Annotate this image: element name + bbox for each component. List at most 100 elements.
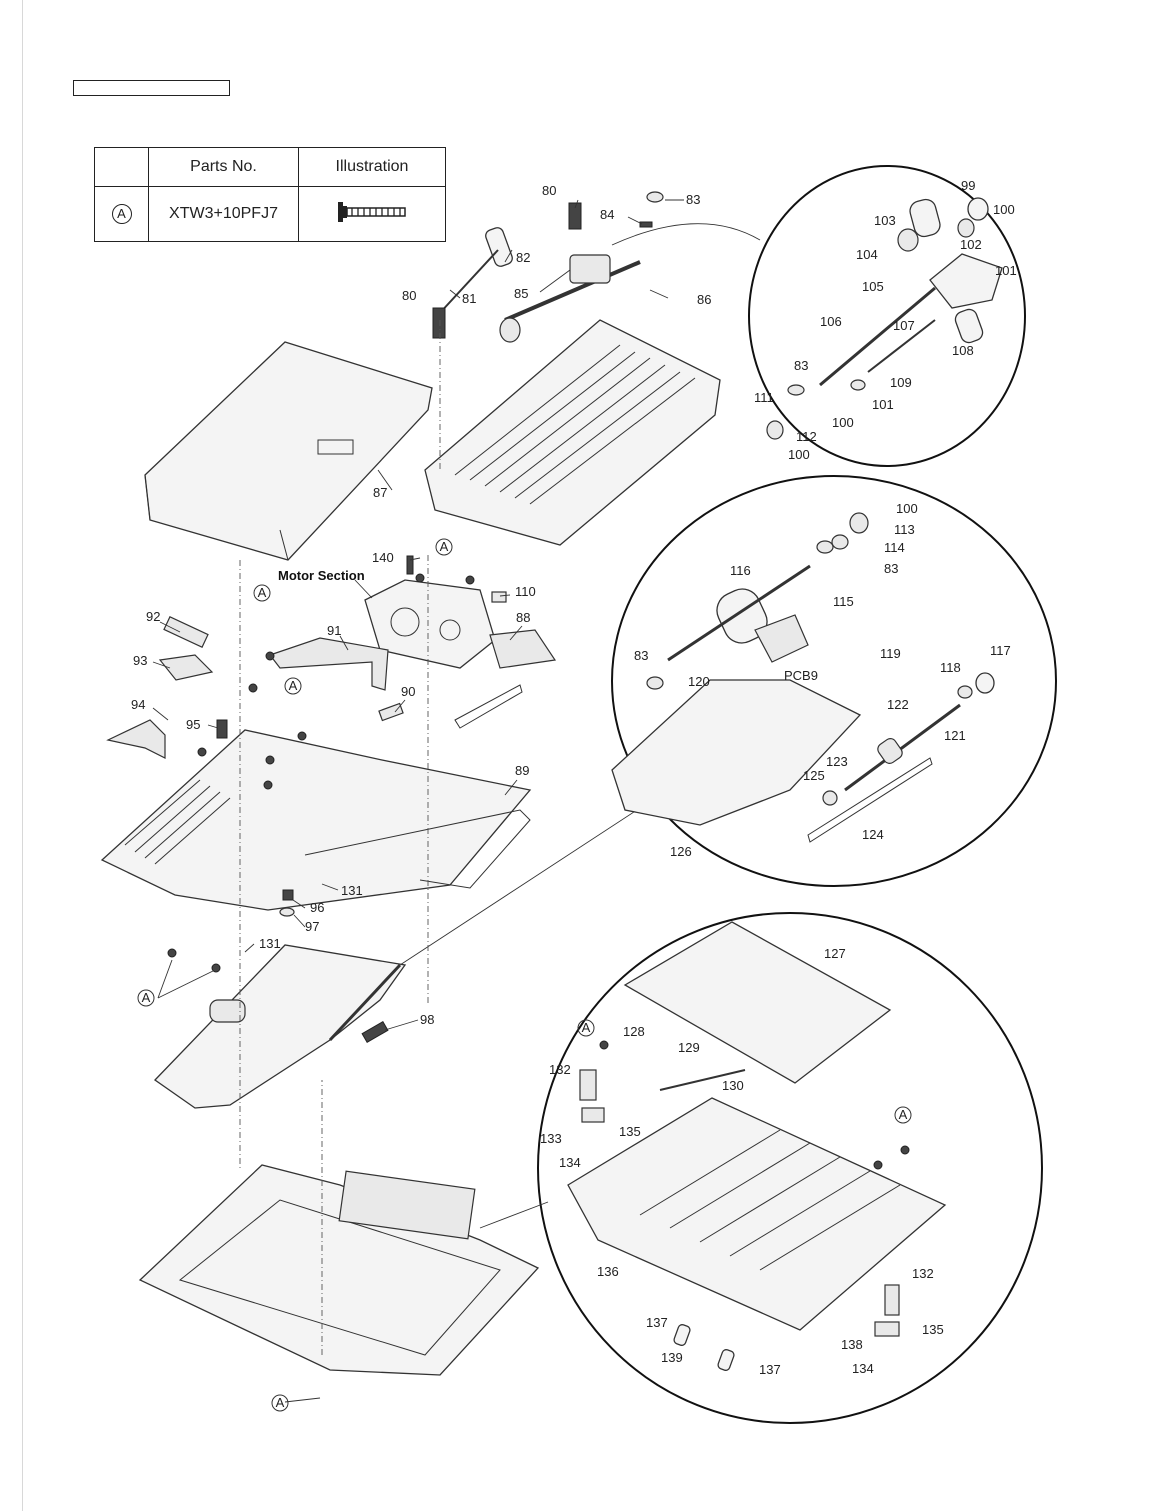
callout-92: 92 xyxy=(146,609,160,624)
callout-102: 102 xyxy=(960,237,982,252)
callout-pcb9: PCB9 xyxy=(784,668,818,683)
screw-a-mark: A xyxy=(276,1395,285,1410)
roller-assembly-detail xyxy=(766,197,1003,440)
motor-section-label: Motor Section xyxy=(278,568,365,583)
callout-81: 81 xyxy=(462,291,476,306)
bubble-connector-bottom xyxy=(479,1201,549,1229)
top-cover-part xyxy=(144,341,433,561)
sheet-90-part xyxy=(378,702,404,722)
callout-138: 138 xyxy=(841,1337,863,1352)
tray-89-part xyxy=(304,809,531,889)
callout-131: 131 xyxy=(341,883,363,898)
callout-140: 140 xyxy=(372,550,394,565)
bubble-connector-top xyxy=(611,223,761,246)
page-header-box xyxy=(73,80,230,96)
lower-frame-part xyxy=(154,944,407,1109)
lever-93-part xyxy=(158,654,214,681)
callout-131: 131 xyxy=(259,936,281,951)
washer-97-part xyxy=(279,907,295,917)
callout-117: 117 xyxy=(990,643,1011,658)
screw-140-part xyxy=(406,555,414,575)
callout-137: 137 xyxy=(646,1315,668,1330)
callout-129: 129 xyxy=(678,1040,700,1055)
screw-a-mark: A xyxy=(582,1020,591,1035)
document-tray-detail xyxy=(567,921,947,1371)
callout-83: 83 xyxy=(794,358,808,373)
callout-85: 85 xyxy=(514,286,528,301)
shaft-82-part xyxy=(485,227,513,267)
callout-118: 118 xyxy=(940,660,961,675)
callout-89: 89 xyxy=(515,763,529,778)
spring-96-part xyxy=(282,889,294,901)
callout-139: 139 xyxy=(661,1350,683,1365)
callout-111: 111 xyxy=(754,390,774,405)
parts-table-mark-cell: A xyxy=(94,186,149,242)
callout-100: 100 xyxy=(832,415,854,430)
callout-109: 109 xyxy=(890,375,912,390)
callout-80: 80 xyxy=(402,288,416,303)
callout-135: 135 xyxy=(922,1322,944,1337)
callout-105: 105 xyxy=(862,279,884,294)
callout-113: 113 xyxy=(894,522,915,537)
feed-roller-shaft-part xyxy=(499,254,641,343)
callout-134: 134 xyxy=(559,1155,581,1170)
callout-122: 122 xyxy=(887,697,909,712)
callout-100: 100 xyxy=(896,501,918,516)
screw-a-mark: A xyxy=(258,585,267,600)
callout-106: 106 xyxy=(820,314,842,329)
screw-a-mark: A xyxy=(899,1107,908,1122)
callout-136: 136 xyxy=(597,1264,619,1279)
spring-80-top-part xyxy=(568,202,582,230)
callout-91: 91 xyxy=(327,623,341,638)
parts-table-header-row: Parts No. Illustration xyxy=(94,147,446,187)
screw-a-mark: A xyxy=(142,990,151,1005)
callout-132: 132 xyxy=(549,1062,571,1077)
callout-107: 107 xyxy=(893,318,915,333)
lower-guide-detail xyxy=(611,512,995,843)
callout-112: 112 xyxy=(796,429,817,444)
detail-bubble-roller-assembly xyxy=(748,165,1026,467)
callout-82: 82 xyxy=(516,250,530,265)
callout-101: 101 xyxy=(995,263,1017,278)
callout-86: 86 xyxy=(697,292,711,307)
detail-bubble-document-tray xyxy=(537,912,1043,1424)
callout-125: 125 xyxy=(803,768,825,783)
spring-98-part xyxy=(361,1020,389,1044)
callout-114: 114 xyxy=(884,540,905,555)
callout-110: 110 xyxy=(515,584,536,599)
callout-133: 133 xyxy=(540,1131,562,1146)
callout-83: 83 xyxy=(686,192,700,207)
callout-124: 124 xyxy=(862,827,884,842)
circled-a-mark: A xyxy=(111,204,132,224)
plate-88-part xyxy=(489,629,557,669)
mounting-screws xyxy=(167,573,910,1170)
callout-134: 134 xyxy=(852,1361,874,1376)
part-callout-numbers: 80 83 84 82 81 80 85 86 87 99 100 103 10… xyxy=(131,178,1017,1377)
bubble-connector-middle xyxy=(399,807,641,966)
callout-80: 80 xyxy=(542,183,556,198)
callout-135: 135 xyxy=(619,1124,641,1139)
detail-bubble-lower-guide xyxy=(611,475,1057,887)
callout-130: 130 xyxy=(722,1078,744,1093)
callout-84: 84 xyxy=(600,207,614,222)
callout-126: 126 xyxy=(670,844,692,859)
callout-100: 100 xyxy=(993,202,1015,217)
parts-table-row: A XTW3+10PFJ7 xyxy=(94,186,446,242)
callout-83: 83 xyxy=(634,648,648,663)
callout-119: 119 xyxy=(880,646,901,661)
base-glass-frame-part xyxy=(138,1164,540,1376)
lever-94-part xyxy=(106,719,166,759)
parts-table-header-parts-no: Parts No. xyxy=(148,147,299,187)
guide-88b-part xyxy=(454,684,523,729)
screw-a-mark: A xyxy=(440,539,449,554)
callout-98: 98 xyxy=(420,1012,434,1027)
screw-a-mark: A xyxy=(289,678,298,693)
assembly-dashed-lines xyxy=(239,320,441,1355)
guide-91-part xyxy=(269,637,389,691)
document-chute-part xyxy=(100,729,532,911)
callout-115: 115 xyxy=(833,594,854,609)
callout-103: 103 xyxy=(874,213,896,228)
parts-table-header-blank xyxy=(94,147,149,187)
callout-121: 121 xyxy=(944,728,966,743)
